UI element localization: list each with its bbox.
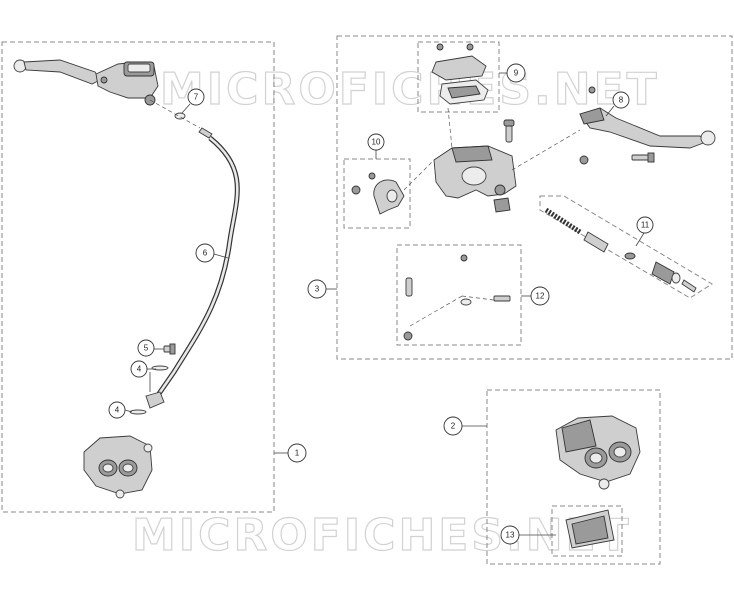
seal-4-lower xyxy=(129,409,147,415)
brake-caliper-left xyxy=(83,435,153,499)
svg-text:9: 9 xyxy=(514,69,519,78)
callout-4-upper[interactable]: 4 xyxy=(130,360,148,378)
master-cylinder-right xyxy=(433,145,517,213)
svg-text:5: 5 xyxy=(144,344,149,353)
group-box-3 xyxy=(336,35,733,360)
handlebar-clamp-10 xyxy=(351,172,405,215)
group-box-11 xyxy=(539,195,713,299)
assembly-line xyxy=(403,159,435,191)
piston-kit-11 xyxy=(544,207,697,293)
svg-text:4: 4 xyxy=(137,365,142,374)
svg-text:12: 12 xyxy=(536,292,545,301)
bleed-kit-12 xyxy=(403,254,511,341)
callout-3[interactable]: 3 xyxy=(307,279,327,299)
svg-text:3: 3 xyxy=(315,285,320,294)
svg-text:1: 1 xyxy=(295,449,300,458)
group-box-12 xyxy=(396,244,522,346)
watermark-bottom: MICROFICHES.NET xyxy=(132,510,632,561)
callout-10[interactable]: 10 xyxy=(367,133,385,151)
svg-text:13: 13 xyxy=(506,531,515,540)
brake-caliper-right xyxy=(555,415,641,490)
brake-lever-left xyxy=(13,59,101,85)
callout-2[interactable]: 2 xyxy=(443,416,463,436)
brake-pads-13 xyxy=(565,509,615,549)
callout-1[interactable]: 1 xyxy=(287,443,307,463)
callout-12[interactable]: 12 xyxy=(530,286,550,306)
reservoir-cap-9 xyxy=(431,43,489,105)
svg-text:4: 4 xyxy=(115,406,120,415)
svg-text:2: 2 xyxy=(451,422,456,431)
pivot-screw xyxy=(631,152,655,163)
svg-text:8: 8 xyxy=(619,96,624,105)
assembly-line xyxy=(511,129,581,171)
group-box-13 xyxy=(551,505,623,557)
callout-7[interactable]: 7 xyxy=(187,88,205,106)
group-box-2 xyxy=(486,389,661,565)
svg-text:11: 11 xyxy=(641,221,650,230)
callout-4-lower[interactable]: 4 xyxy=(108,401,126,419)
callout-11[interactable]: 11 xyxy=(636,216,654,234)
screw-vertical xyxy=(503,119,515,143)
callout-6[interactable]: 6 xyxy=(195,243,215,263)
svg-text:10: 10 xyxy=(372,138,381,147)
callout-9[interactable]: 9 xyxy=(506,63,526,83)
bleeder-screw-5 xyxy=(163,343,176,355)
assembly-line xyxy=(461,295,495,301)
assembly-line xyxy=(409,295,463,327)
assembly-line xyxy=(149,99,201,129)
svg-text:7: 7 xyxy=(194,93,199,102)
callout-8[interactable]: 8 xyxy=(612,91,630,109)
group-box-9 xyxy=(417,41,500,113)
group-box-1 xyxy=(1,41,275,513)
brake-lever-right xyxy=(579,86,716,165)
master-cylinder-left xyxy=(95,61,159,106)
washer-7 xyxy=(174,112,186,120)
group-box-10 xyxy=(343,158,411,229)
watermark-top: MICROFICHES.NET xyxy=(160,64,660,115)
svg-text:6: 6 xyxy=(203,249,208,258)
brake-hose xyxy=(145,127,240,409)
callout-13[interactable]: 13 xyxy=(500,525,520,545)
callout-5[interactable]: 5 xyxy=(137,339,155,357)
